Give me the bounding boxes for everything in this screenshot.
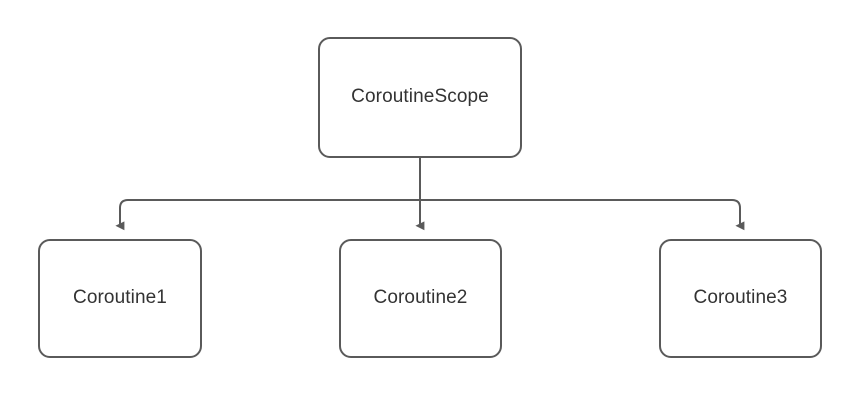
- connector-scope-to-coroutine1: [115, 199, 421, 231]
- connector-scope-to-coroutine3: [419, 199, 745, 231]
- node-coroutine-1[interactable]: Coroutine1: [38, 239, 202, 358]
- node-label-coroutine-1: Coroutine1: [73, 287, 167, 309]
- node-label-coroutine-2: Coroutine2: [373, 287, 468, 309]
- node-label-coroutine-3: Coroutine3: [693, 287, 788, 309]
- node-coroutine-2[interactable]: Coroutine2: [339, 239, 502, 358]
- node-coroutine-3[interactable]: Coroutine3: [659, 239, 822, 358]
- node-coroutine-scope[interactable]: CoroutineScope: [318, 37, 522, 158]
- node-label-coroutine-scope: CoroutineScope: [351, 86, 489, 108]
